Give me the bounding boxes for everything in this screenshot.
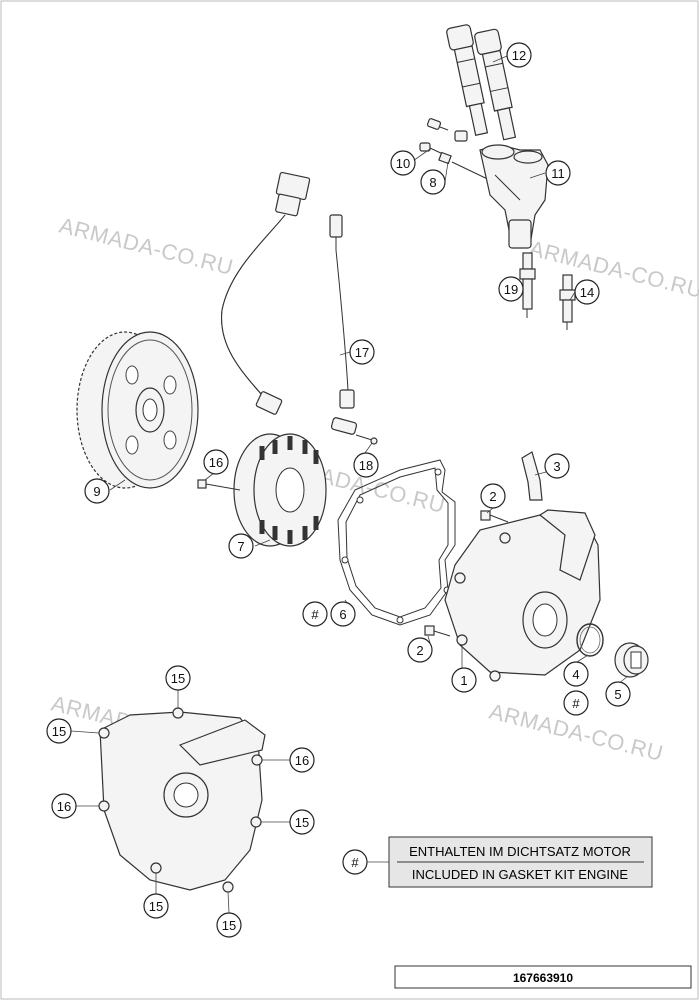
svg-text:#: # (311, 607, 319, 622)
svg-text:3: 3 (553, 459, 560, 474)
callout-4-hash[interactable]: # (563, 690, 589, 716)
svg-text:18: 18 (359, 458, 373, 473)
drawing-number: 167663910 (513, 971, 573, 985)
callout-10[interactable]: 10 (390, 150, 416, 176)
watermark-1: ARMADA-CO.RU (57, 213, 236, 280)
callout-5[interactable]: 5 (605, 681, 631, 707)
callout-17[interactable]: 17 (349, 339, 375, 365)
svg-text:12: 12 (512, 48, 526, 63)
callout-16-left[interactable]: 16 (51, 793, 77, 819)
svg-text:2: 2 (416, 643, 423, 658)
callout-14[interactable]: 14 (574, 279, 600, 305)
callout-1[interactable]: 1 (451, 667, 477, 693)
callout-15-left[interactable]: 15 (46, 718, 72, 744)
legend-marker: # (342, 849, 368, 875)
callout-15-bottom-right[interactable]: 15 (216, 912, 242, 938)
drawing-number-box: 167663910 (394, 965, 692, 989)
svg-text:6: 6 (339, 607, 346, 622)
callout-15-top[interactable]: 15 (165, 665, 191, 691)
callout-6[interactable]: 6 (330, 601, 356, 627)
callout-16-stator-bolt[interactable]: 16 (203, 449, 229, 475)
svg-text:7: 7 (237, 539, 244, 554)
pickup-sensor-cable[interactable] (329, 214, 378, 445)
cover-bolts[interactable] (424, 510, 509, 637)
svg-text:9: 9 (93, 484, 100, 499)
svg-text:2: 2 (489, 489, 496, 504)
generator-cover-assembled[interactable] (98, 707, 266, 893)
callout-15-bottom-left[interactable]: 15 (143, 893, 169, 919)
svg-text:#: # (572, 696, 580, 711)
legend-text-en: INCLUDED IN GASKET KIT ENGINE (412, 867, 629, 882)
svg-text:16: 16 (57, 799, 71, 814)
svg-text:11: 11 (551, 166, 565, 181)
svg-text:16: 16 (209, 455, 223, 470)
callout-2-upper[interactable]: 2 (480, 483, 506, 509)
flywheel-rotor[interactable] (76, 331, 199, 489)
svg-text:15: 15 (52, 724, 66, 739)
svg-text:15: 15 (222, 918, 236, 933)
callout-12[interactable]: 12 (506, 42, 532, 68)
svg-text:15: 15 (149, 899, 163, 914)
callout-3[interactable]: 3 (544, 453, 570, 479)
spark-plugs[interactable] (519, 252, 576, 330)
intake-body[interactable] (479, 144, 549, 249)
callout-18[interactable]: 18 (353, 452, 379, 478)
callout-16-right[interactable]: 16 (289, 747, 315, 773)
callout-2-lower[interactable]: 2 (407, 637, 433, 663)
ignition-coils[interactable] (446, 24, 520, 141)
stator-harness[interactable] (221, 171, 311, 415)
callout-19[interactable]: 19 (498, 276, 524, 302)
svg-text:17: 17 (355, 345, 369, 360)
svg-text:1: 1 (460, 673, 467, 688)
generator-cover[interactable] (444, 451, 601, 682)
legend-text-de: ENTHALTEN IM DICHTSATZ MOTOR (409, 844, 631, 859)
svg-text:10: 10 (396, 156, 410, 171)
svg-text:5: 5 (614, 687, 621, 702)
o-ring[interactable] (576, 623, 604, 657)
sensor-bolts[interactable] (419, 118, 501, 186)
watermark-2: ARMADA-CO.RU (527, 236, 699, 303)
callout-6-hash[interactable]: # (302, 601, 328, 627)
callout-7[interactable]: 7 (228, 533, 254, 559)
callout-11[interactable]: 11 (545, 160, 571, 186)
callout-9[interactable]: 9 (84, 478, 110, 504)
svg-text:8: 8 (429, 175, 436, 190)
callout-8[interactable]: 8 (420, 169, 446, 195)
callout-15-right[interactable]: 15 (289, 809, 315, 835)
callout-4[interactable]: 4 (563, 661, 589, 687)
svg-text:19: 19 (504, 282, 518, 297)
gasket-kit-legend: # ENTHALTEN IM DICHTSATZ MOTOR INCLUDED … (342, 836, 653, 888)
plug-screw[interactable] (614, 642, 649, 678)
svg-text:4: 4 (572, 667, 579, 682)
svg-text:14: 14 (580, 285, 594, 300)
svg-text:16: 16 (295, 753, 309, 768)
svg-text:#: # (351, 855, 359, 870)
stator[interactable] (197, 433, 327, 547)
svg-text:15: 15 (171, 671, 185, 686)
svg-text:15: 15 (295, 815, 309, 830)
